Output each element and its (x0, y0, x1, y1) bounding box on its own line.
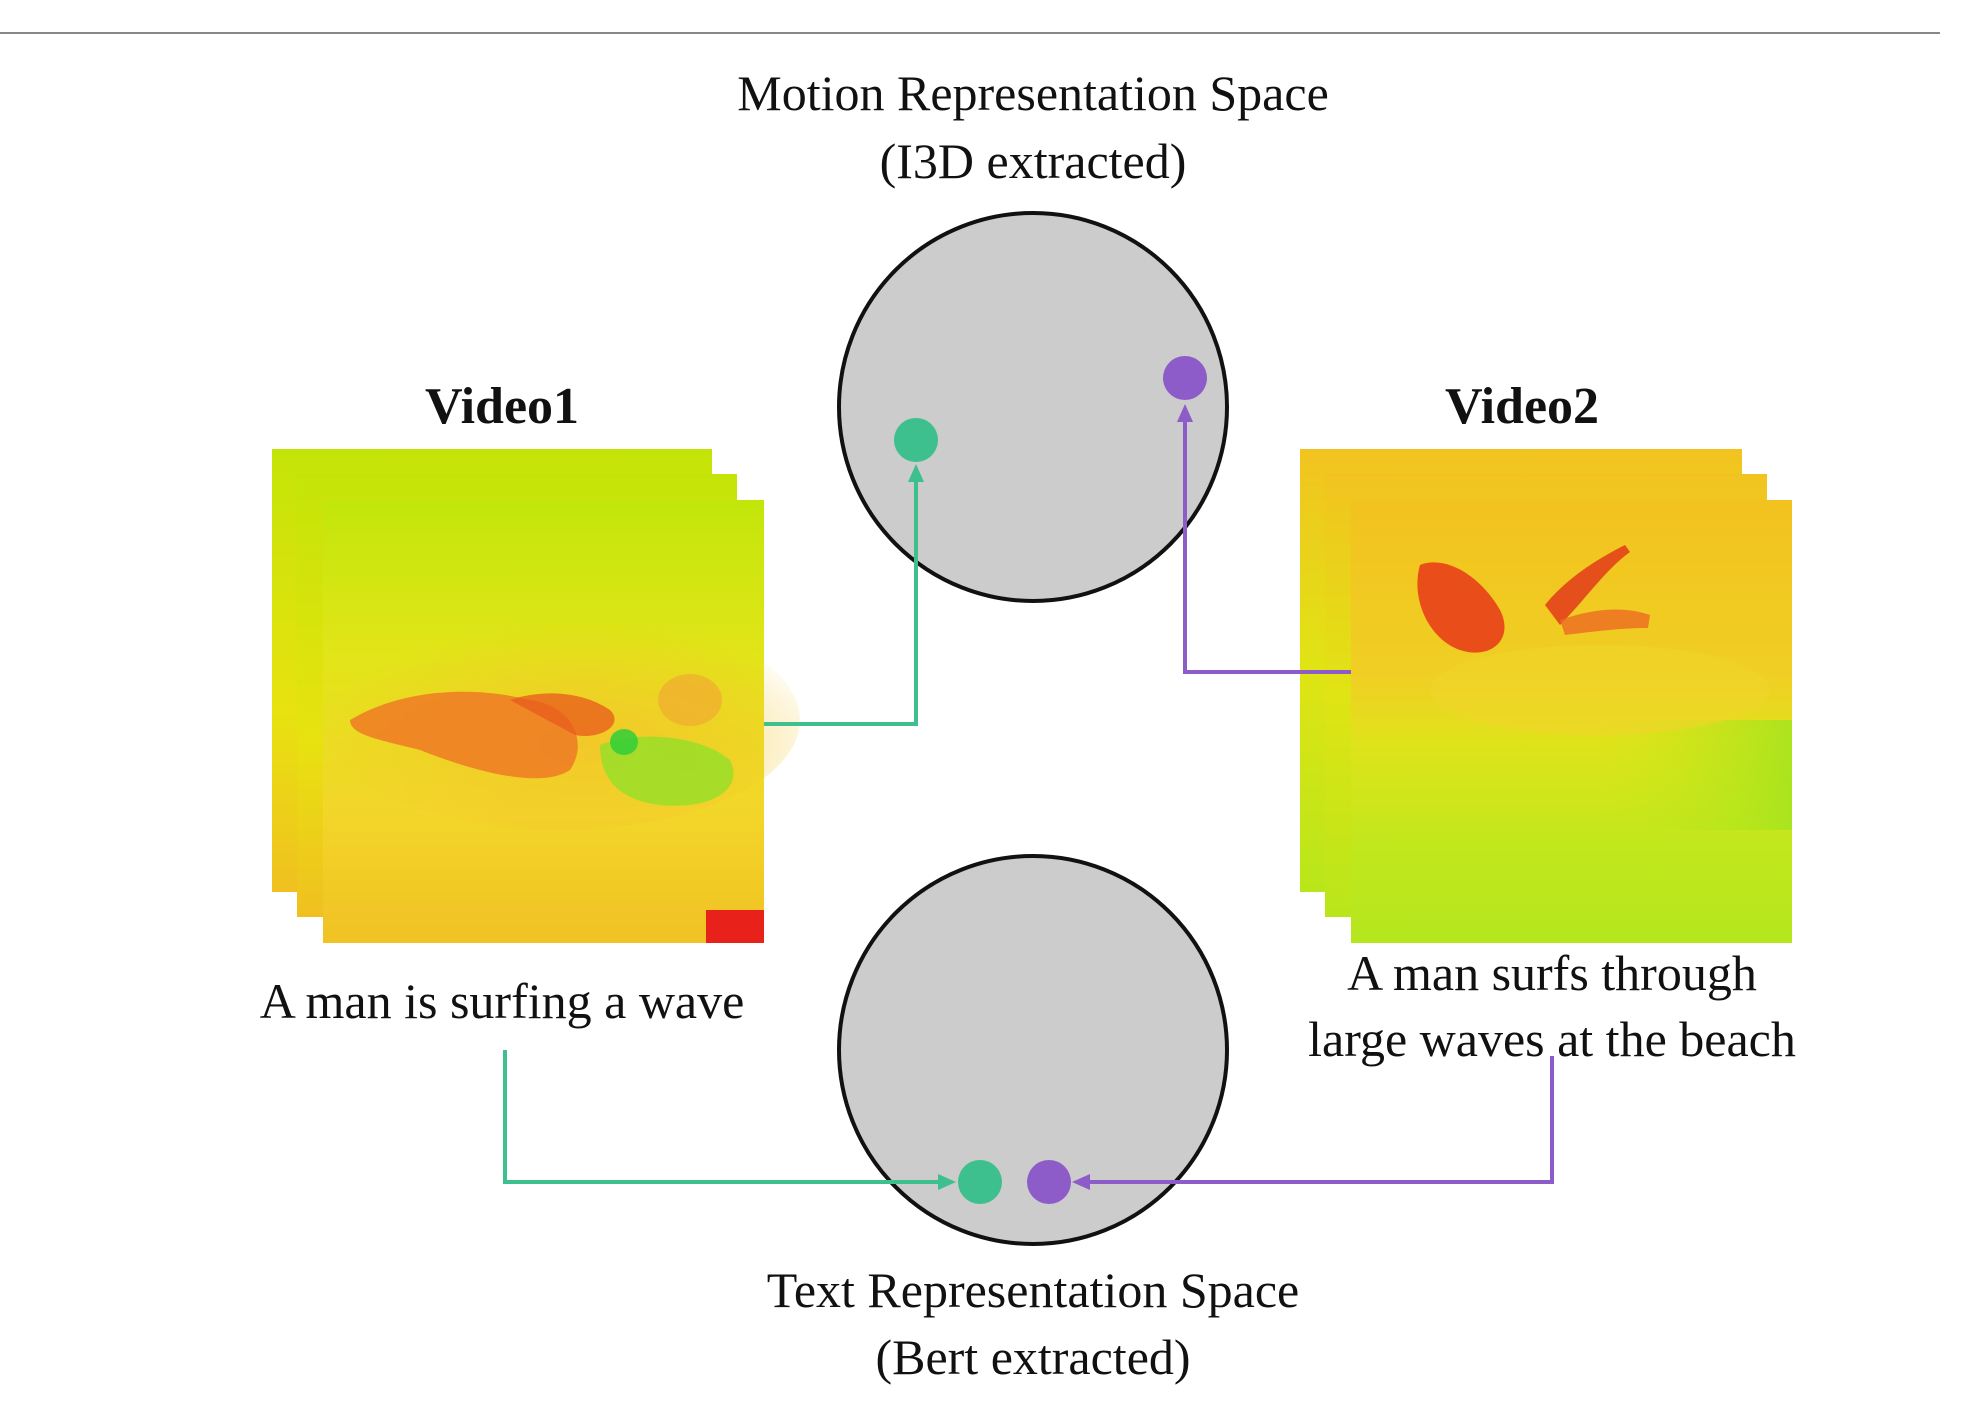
video1-text-arrowhead (938, 1174, 956, 1190)
text-space-title-line2: (Bert extracted) (875, 1329, 1190, 1385)
video2-caption-line1: A man surfs through (1347, 945, 1757, 1001)
text-space-title-line1: Text Representation Space (767, 1262, 1299, 1318)
video2-motion-arrowhead (1177, 404, 1193, 422)
video1-frame-front (320, 500, 800, 943)
video2-motion-point (1163, 356, 1207, 400)
motion-space-circle (837, 211, 1229, 603)
video1-motion-arrowhead (908, 464, 924, 482)
video2-title: Video2 (1445, 378, 1599, 435)
video2-frame-stack (1300, 449, 1792, 943)
motion-space-title-line2: (I3D extracted) (880, 133, 1187, 189)
video2-frame-front (1351, 500, 1792, 943)
video1-motion-connector (764, 478, 918, 726)
video1-caption: A man is surfing a wave (260, 973, 745, 1029)
text-space-circle (837, 854, 1229, 1246)
video2-text-point (1027, 1160, 1071, 1204)
video2-text-arrowhead (1072, 1174, 1090, 1190)
video1-frame-stack (272, 449, 800, 943)
motion-space-title-line1: Motion Representation Space (737, 65, 1329, 121)
video1-motion-point (894, 418, 938, 462)
video1-title: Video1 (425, 378, 579, 435)
video1-text-connector (503, 1050, 940, 1184)
video1-text-point (958, 1160, 1002, 1204)
video2-motion-connector (1183, 418, 1351, 674)
video2-text-connector (1090, 1056, 1554, 1184)
